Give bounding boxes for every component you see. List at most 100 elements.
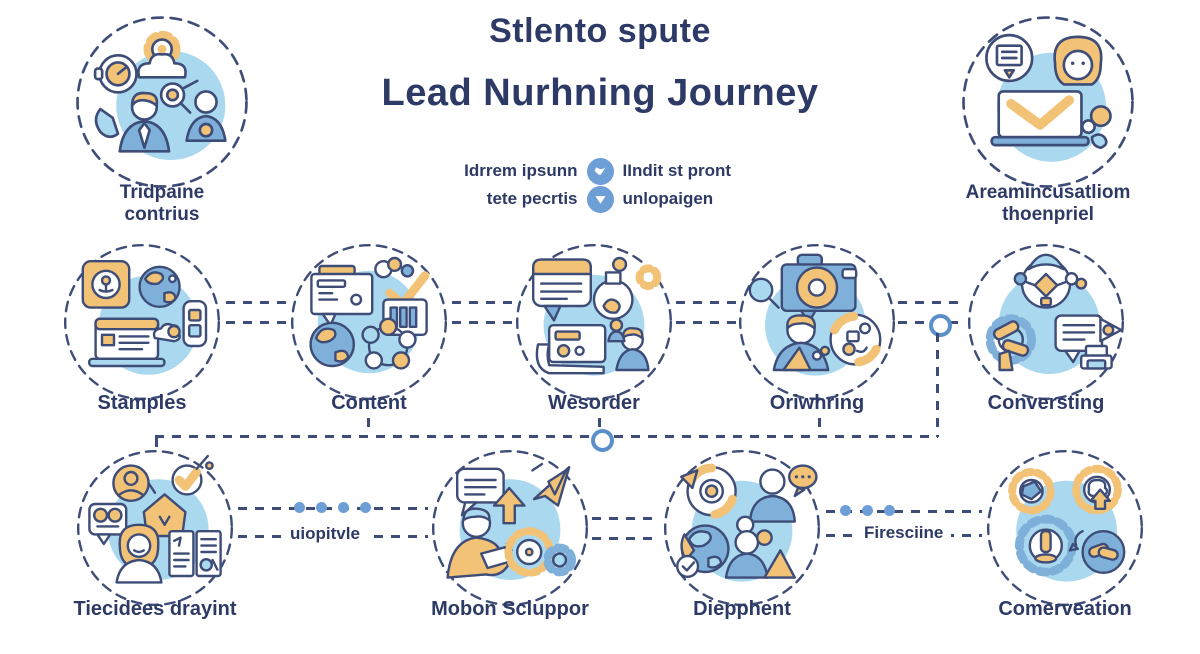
elbow-into-bottom-left xyxy=(155,438,158,452)
joint-ring-icon xyxy=(591,429,614,452)
trunk-line xyxy=(155,435,938,438)
connector-dots xyxy=(840,505,895,516)
handshake-circle-icon xyxy=(1068,530,1126,574)
node-label: Comerveation xyxy=(998,598,1132,620)
node-label: Tiecidees drayint xyxy=(73,598,237,620)
globe-check-icon xyxy=(676,524,730,578)
woman-face-icon xyxy=(1053,35,1103,86)
connector-text-2: Firesciine xyxy=(856,523,952,543)
dashed-circle xyxy=(432,450,588,606)
node-label: Diepphent xyxy=(693,598,791,620)
cloud-icon xyxy=(152,322,181,343)
dashed-circle xyxy=(63,244,220,400)
page-title-line1: Stlento spute xyxy=(489,12,711,50)
dot xyxy=(884,505,895,516)
connector-bottom-3-4-top xyxy=(826,510,982,513)
avatar-badge-icon xyxy=(112,464,150,502)
dashed-circle xyxy=(664,450,820,606)
hand-icon xyxy=(94,107,120,139)
speech-bubble-icon xyxy=(532,258,592,322)
node-label: Wesorder xyxy=(548,392,640,414)
node-stamples: Stamples xyxy=(62,242,222,414)
legend-left-text-2: tete pecrtis xyxy=(486,189,578,208)
dot xyxy=(360,502,371,513)
node-label: Areamincusatliom thoenpriel xyxy=(965,182,1131,225)
connector-text-1: uiopitvle xyxy=(282,524,368,544)
dot xyxy=(862,505,873,516)
legend-left-text-1: Idrrem ipsunn xyxy=(464,161,578,180)
node-label: Content xyxy=(331,392,407,414)
gauge-icon xyxy=(93,54,138,94)
node-label: Mobon Scluppor xyxy=(431,598,589,620)
faces-bubble-icon xyxy=(88,502,128,546)
node-comerveation: Comerveation xyxy=(985,448,1145,620)
tick-below-content xyxy=(367,418,370,435)
gear-lightbulb-icon xyxy=(137,30,187,79)
node-mobon-scluppor: Mobon Scluppor xyxy=(430,448,590,620)
network-head-icon xyxy=(1013,253,1088,309)
gears-icon xyxy=(504,527,576,577)
person-icon xyxy=(772,314,831,372)
funnel-badge-icon xyxy=(586,185,614,213)
page-title-line2: Lead Nurhning Journey xyxy=(381,72,819,114)
dashed-circle xyxy=(76,16,248,188)
connector-oriwhring-conversting-top xyxy=(898,301,962,304)
dot xyxy=(316,502,327,513)
tick-below-wesorder xyxy=(598,418,601,430)
globe-icon xyxy=(309,321,355,368)
blob-icon xyxy=(1081,105,1112,150)
stamp-icon xyxy=(81,260,131,309)
wheel-icon xyxy=(680,463,737,519)
node-label: Conversting xyxy=(987,392,1105,414)
paper-plane-icon xyxy=(531,462,571,507)
tick-below-oriwhring xyxy=(818,418,821,435)
connector-bottom-2-3-top xyxy=(592,517,660,520)
connector-wesorder-oriwhring-top xyxy=(676,301,736,304)
node-wesorder: Wesorder xyxy=(514,242,674,414)
person-icon xyxy=(185,90,227,143)
arrow-up-icon xyxy=(492,486,526,525)
laptop-envelope-icon xyxy=(990,90,1090,147)
connector-wesorder-oriwhring-bottom xyxy=(676,321,736,324)
connector-dots xyxy=(294,502,371,513)
dots-bubble-icon xyxy=(788,464,818,498)
legend-row-2: tete pecrtis unlopaigen xyxy=(400,185,800,213)
person-tie-icon xyxy=(118,91,171,153)
people-circle-icon xyxy=(361,317,417,370)
browser-bubble-icon xyxy=(310,264,374,327)
dashed-circle xyxy=(291,244,447,400)
dashed-circle xyxy=(739,244,895,400)
printer-icon xyxy=(1080,344,1113,370)
node-tiecidees-drayint: Tiecidees drayint xyxy=(73,448,237,620)
joint-ring-icon xyxy=(929,314,952,337)
dot xyxy=(840,505,851,516)
chat-tag-icon xyxy=(1054,314,1123,364)
magnifier-icon xyxy=(748,277,780,309)
dashed-circle xyxy=(987,450,1143,606)
magnifier-icon xyxy=(159,79,199,114)
laptop-icon xyxy=(88,317,166,368)
connector-content-wesorder-bottom xyxy=(452,321,512,324)
node-areamincusatliom: Areamincusatliom thoenpriel xyxy=(960,14,1136,225)
phone-icon xyxy=(182,300,208,348)
connector-bottom-2-3-bottom xyxy=(592,537,660,540)
node-conversting: Conversting xyxy=(966,242,1126,414)
node-label: Oriwhring xyxy=(769,392,865,414)
documents-icon xyxy=(168,530,222,578)
legend-right-text-1: IIndit st pront xyxy=(622,161,732,180)
node-tridpaine-contrius: Tridpaine contrius xyxy=(74,14,250,225)
dot xyxy=(338,502,349,513)
flask-icon xyxy=(592,256,662,320)
connector-stamples-content-top xyxy=(226,301,286,304)
connector-drop-right xyxy=(936,333,939,437)
people-icon xyxy=(607,318,650,372)
node-diepphent: Diepphent xyxy=(662,448,822,620)
globe-icon xyxy=(138,265,181,308)
connector-content-wesorder-top xyxy=(452,301,512,304)
camera-icon xyxy=(780,253,858,324)
check-pencil-icon xyxy=(171,454,214,496)
gear-tool-icon xyxy=(1008,468,1055,515)
dot xyxy=(294,502,305,513)
dashed-circle xyxy=(962,16,1134,188)
